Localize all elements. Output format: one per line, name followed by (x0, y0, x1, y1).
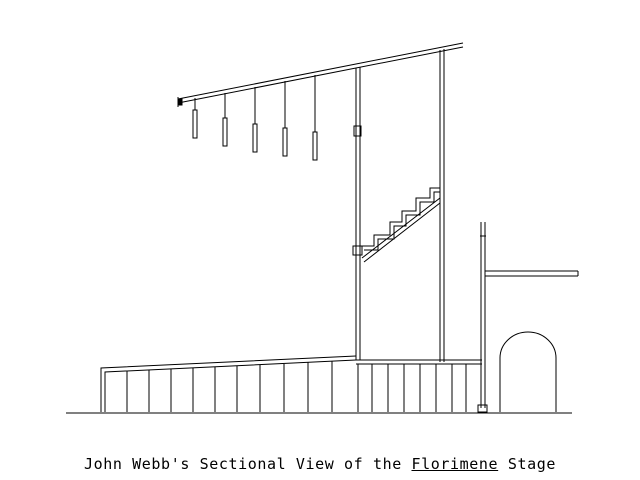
caption-text-after: Stage (507, 455, 556, 473)
caption-text-before: John Webb's Sectional View of the (84, 455, 402, 473)
level-stage-supports (371, 364, 467, 412)
center-post (352, 67, 363, 360)
diagram-caption: John Webb's Sectional View of the Florim… (0, 455, 640, 473)
hanging-drops (192, 75, 318, 161)
stage-supports (126, 361, 333, 412)
machinery-staircase (361, 187, 441, 263)
caption-title-florimene: Florimene (411, 455, 499, 473)
roof-beam (177, 42, 464, 107)
arched-doorway (499, 331, 557, 412)
back-post (477, 222, 579, 413)
stage-platform (100, 355, 482, 412)
right-post (439, 49, 445, 362)
